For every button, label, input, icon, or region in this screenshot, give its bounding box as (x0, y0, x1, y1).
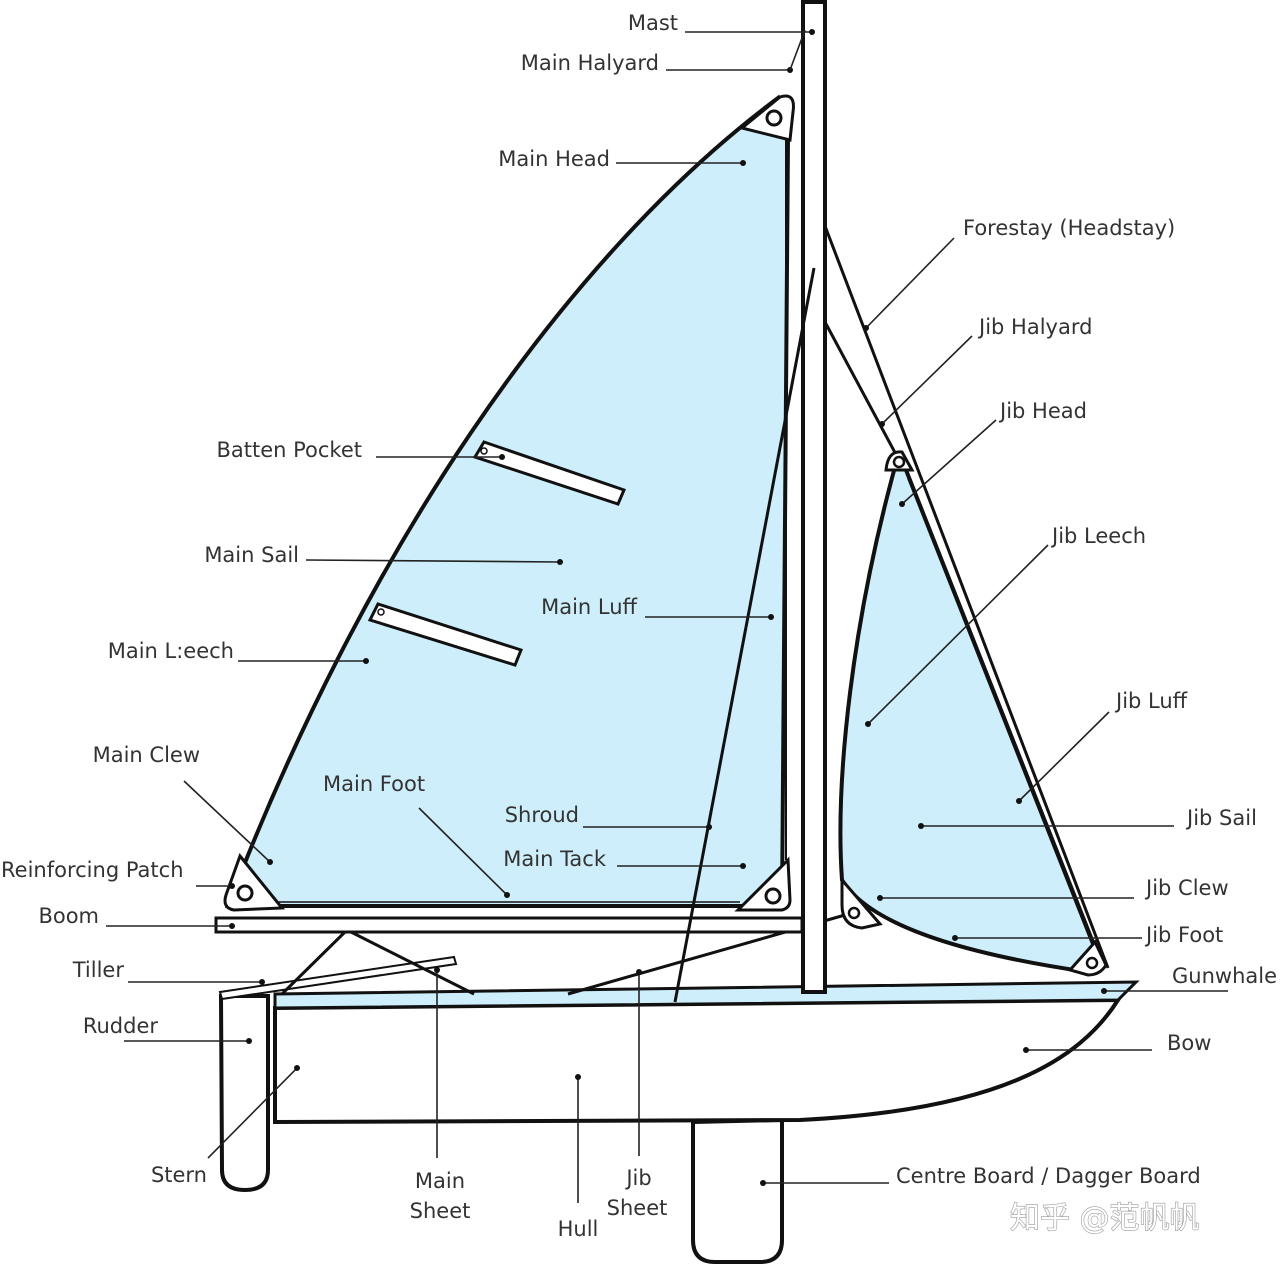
centre-board-shape (691, 1117, 784, 1264)
label-bow: Bow (1167, 1031, 1211, 1055)
label-jib-sheet-2: Sheet (607, 1196, 668, 1220)
label-reinforcing-patch: Reinforcing Patch (1, 858, 184, 882)
label-main-sheet-1: Main (415, 1169, 465, 1193)
label-jib-halyard: Jib Halyard (977, 315, 1092, 339)
labels: Mast Main Halyard Main Head Forestay (He… (1, 11, 1277, 1241)
label-batten-pocket: Batten Pocket (216, 438, 362, 462)
main-sail-shape (225, 94, 791, 908)
jib-luff-tape (907, 477, 1093, 945)
label-rudder: Rudder (83, 1014, 159, 1038)
label-stern: Stern (151, 1163, 207, 1187)
label-jib-sheet-1: Jib (624, 1166, 651, 1190)
jib-halyard-line (823, 321, 902, 463)
label-forestay: Forestay (Headstay) (963, 216, 1175, 240)
label-tiller: Tiller (72, 958, 125, 982)
label-jib-head: Jib Head (998, 399, 1087, 423)
boom-shape (214, 916, 804, 934)
label-main-head: Main Head (498, 147, 610, 171)
gunwhale-strip (273, 980, 1140, 1010)
label-jib-clew: Jib Clew (1144, 876, 1229, 900)
shroud-line (673, 267, 816, 1003)
rudder-shape (218, 994, 270, 1193)
label-centre-board: Centre Board / Dagger Board (896, 1164, 1201, 1188)
label-main-leech: Main L:eech (108, 639, 234, 663)
label-main-sail: Main Sail (204, 543, 299, 567)
label-mast: Mast (628, 11, 678, 35)
hull-shape (273, 997, 1122, 1125)
label-boom: Boom (38, 904, 99, 928)
label-main-halyard: Main Halyard (521, 51, 659, 75)
tiller-shape (218, 955, 458, 1001)
label-hull: Hull (558, 1217, 599, 1241)
label-main-foot: Main Foot (323, 772, 425, 796)
label-main-luff: Main Luff (541, 595, 637, 619)
boat-drawing (214, 0, 1140, 1264)
label-main-clew: Main Clew (93, 743, 200, 767)
forestay-line (823, 225, 1110, 969)
label-shroud: Shroud (505, 803, 579, 827)
label-jib-sail: Jib Sail (1185, 806, 1257, 830)
mast-shape (801, 0, 827, 994)
watermark-text: 知乎 @范帆帆 (1010, 1201, 1200, 1236)
label-main-tack: Main Tack (503, 847, 607, 871)
label-jib-leech: Jib Leech (1050, 524, 1146, 548)
label-jib-foot: Jib Foot (1144, 923, 1223, 947)
label-main-sheet-2: Sheet (410, 1199, 471, 1223)
batten-pocket-upper (472, 440, 627, 506)
label-gunwhale: Gunwhale (1172, 964, 1277, 988)
batten-pocket-lower (367, 602, 523, 667)
label-jib-luff: Jib Luff (1114, 689, 1188, 713)
